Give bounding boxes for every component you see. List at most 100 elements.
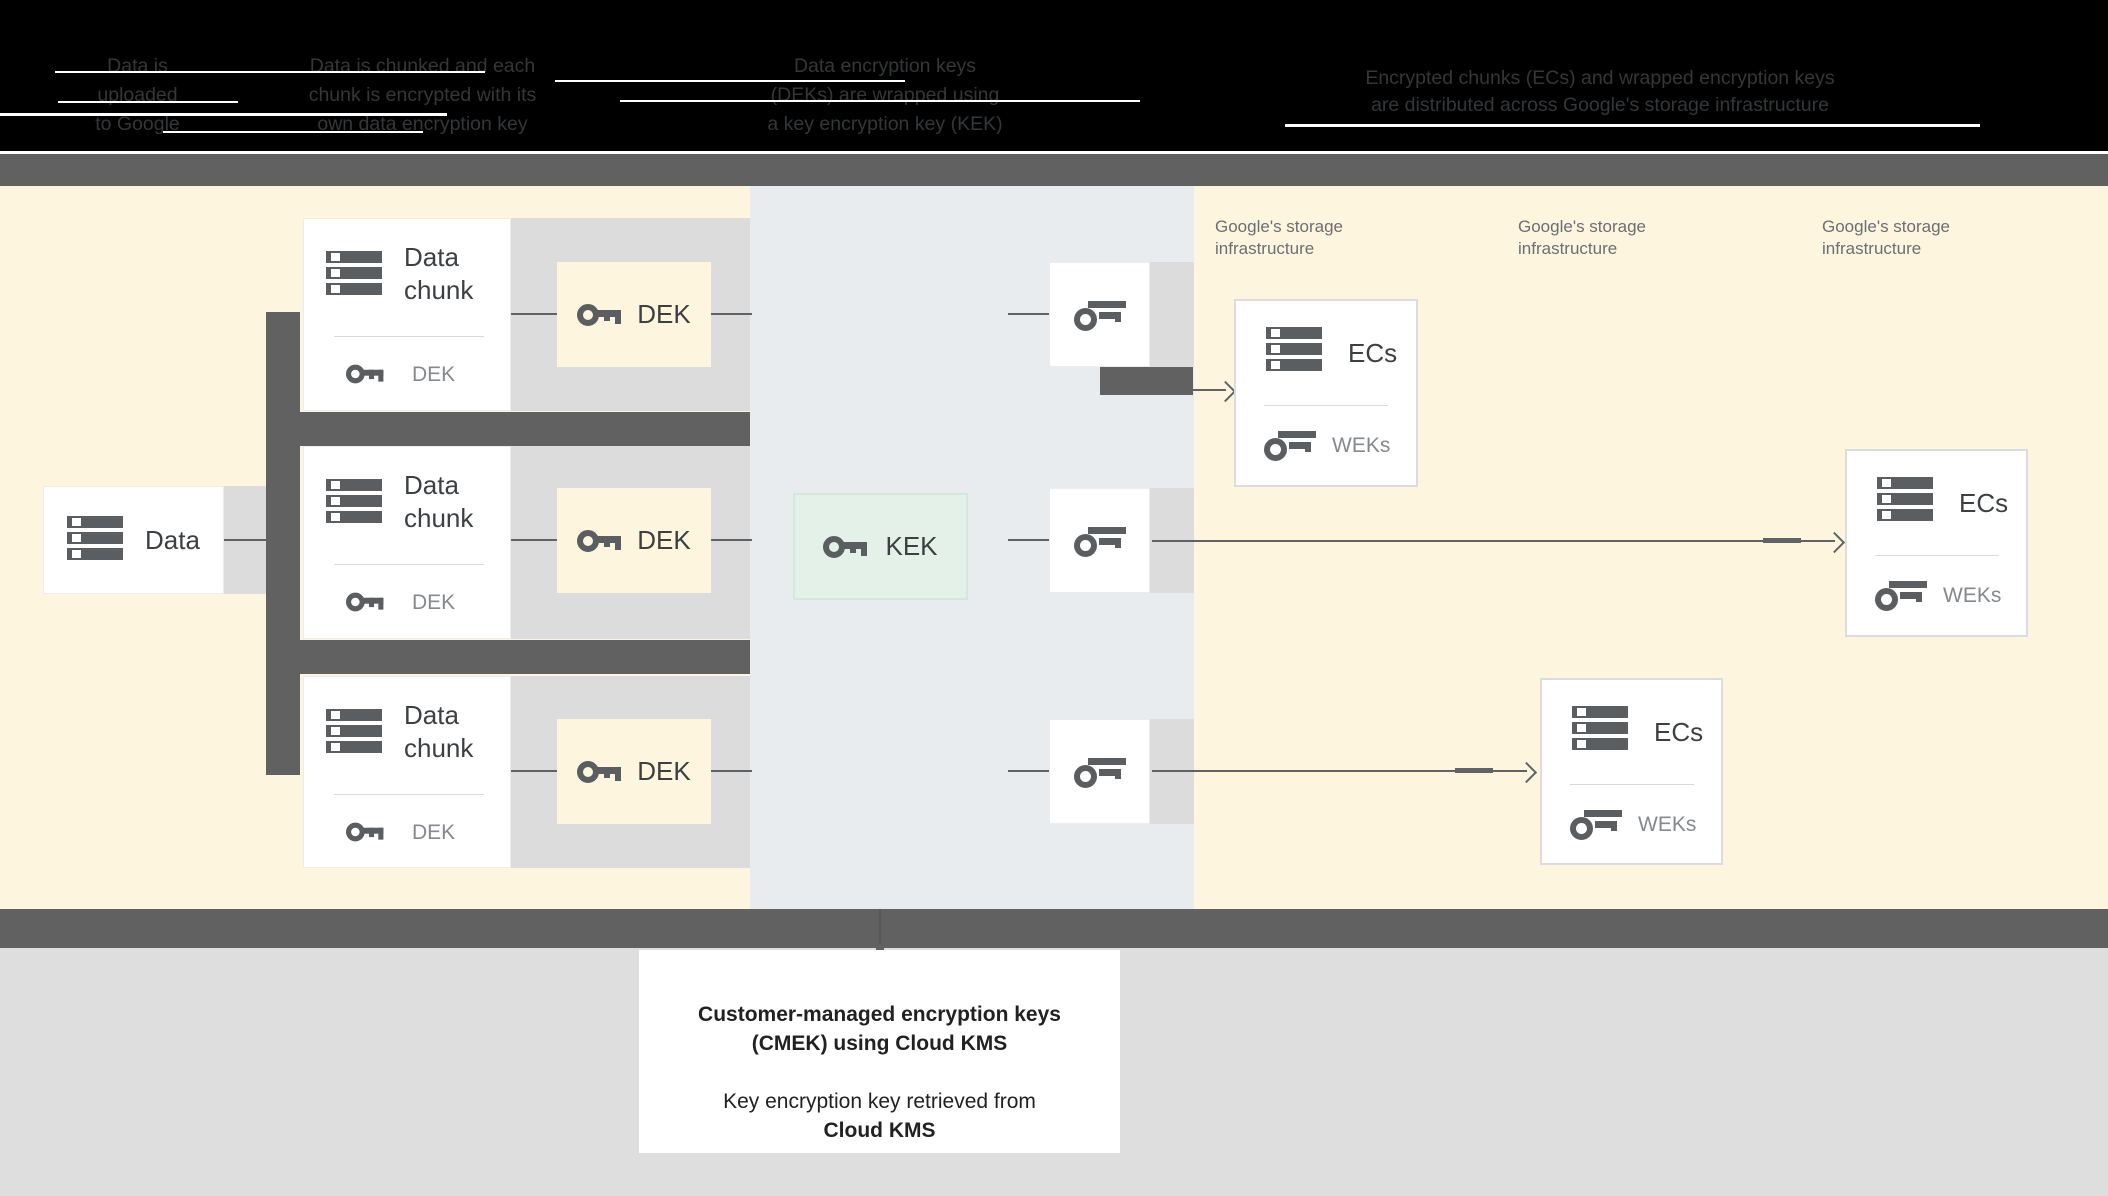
weks-label: WEKs (1638, 813, 1697, 836)
database-table-icon (326, 479, 382, 527)
header-step-2-line: own data encryption key (317, 113, 528, 135)
line-into-key2 (1008, 539, 1049, 541)
dek-label: DEK (637, 756, 691, 786)
redaction-gap (0, 113, 447, 116)
top-gray-bar (0, 154, 2108, 186)
chunk-key-label: DEK (412, 363, 456, 386)
line-dek2-out (711, 539, 752, 541)
dek-box-2: DEK (557, 488, 711, 593)
arrow-dash-row3 (1455, 768, 1493, 773)
key-icon (346, 363, 385, 385)
caption-box: Customer-managed encryption keys (CMEK) … (639, 950, 1120, 1153)
arrow-dash-row2 (1763, 538, 1801, 543)
wrapped-key-icon (1073, 756, 1126, 788)
line-chunk1-dek1 (511, 313, 557, 315)
caption-line: Key encryption key retrieved from (723, 1090, 1036, 1113)
wrapped-key-icon (1875, 579, 1927, 611)
key-icon (577, 759, 623, 785)
header-step-3-line: a key encryption key (KEK) (767, 113, 1003, 135)
band-key1 (1150, 262, 1194, 367)
database-table-icon (326, 709, 382, 757)
arrow-line-row3 (1152, 770, 1527, 772)
arrow-line-row1 (1193, 389, 1226, 391)
dek-box-3: DEK (557, 719, 711, 824)
database-table-icon (1572, 706, 1628, 754)
header-step-4-line: are distributed across Google's storage … (1371, 94, 1829, 116)
wrapped-key-box-2 (1049, 488, 1150, 593)
header-step-2: Data is chunked and each chunk is encryp… (280, 52, 565, 139)
comb-spine (266, 312, 300, 775)
redaction-gap (58, 101, 238, 103)
header-step-1: Data is uploaded to Google (40, 52, 235, 139)
data-box-label: Data (145, 524, 200, 555)
arrow-line-row2 (1152, 540, 1835, 542)
header-step-3-line: (DEKs) are wrapped using (770, 84, 1000, 106)
database-table-icon (67, 516, 124, 564)
ecs-label: ECs (1654, 717, 1704, 747)
header-step-4-line: Encrypted chunks (ECs) and wrapped encry… (1365, 67, 1835, 89)
ecs-divider (1570, 784, 1694, 785)
data-box: Data (43, 486, 224, 594)
caption-connector-nub (876, 944, 884, 953)
kek-label: KEK (885, 531, 938, 561)
wrapped-key-icon (1264, 429, 1316, 461)
key-icon (346, 821, 385, 843)
ecs-box-2: ECs WEKs (1845, 449, 2028, 637)
caption-line: (CMEK) using Cloud KMS (751, 1032, 1008, 1055)
wrapped-key-icon (1073, 299, 1126, 331)
database-table-icon (326, 251, 382, 299)
header-step-1-line: to Google (95, 113, 180, 135)
ecs-box-1: ECs WEKs (1234, 299, 1418, 487)
redaction-gap (555, 80, 905, 82)
header-step-2-line: chunk is encrypted with its (308, 84, 537, 106)
wrapped-key-box-3 (1049, 719, 1150, 824)
caption-spacer (639, 1058, 1120, 1087)
header-step-4: Encrypted chunks (ECs) and wrapped encry… (1230, 65, 1970, 119)
ecs-divider (1264, 405, 1388, 406)
key-icon (577, 302, 623, 328)
chunk-divider (334, 564, 484, 565)
line-data-to-spine (224, 539, 266, 541)
line-chunk2-dek2 (511, 539, 557, 541)
dek-label: DEK (637, 525, 691, 555)
ecs-box-3: ECs WEKs (1540, 678, 1723, 865)
database-table-icon (1877, 477, 1933, 525)
redaction-gap (1285, 124, 1980, 127)
header-step-1-line: uploaded (97, 84, 178, 106)
chunk-divider (334, 794, 484, 795)
wrapped-key-box-1 (1049, 262, 1150, 367)
comb-bar-1 (300, 412, 750, 446)
bottom-bar-seam (879, 909, 881, 948)
chunk-key-label: DEK (412, 591, 456, 614)
chunk-key-label: DEK (412, 821, 456, 844)
dek-box-1: DEK (557, 262, 711, 367)
caption-line: Cloud KMS (823, 1119, 936, 1142)
dek-label: DEK (637, 299, 691, 329)
weks-label: WEKs (1943, 584, 2002, 607)
bottom-gray-bar (0, 909, 2108, 948)
key-icon (577, 528, 623, 554)
ecs-divider (1875, 555, 1999, 556)
comb-bar-2 (300, 640, 750, 674)
database-table-icon (1266, 327, 1322, 375)
line-into-key3 (1008, 770, 1049, 772)
thick-connector-row1 (1100, 367, 1193, 395)
header-step-3: Data encryption keys (DEKs) are wrapped … (735, 52, 1035, 139)
header-step-1-line: Data is (107, 55, 168, 77)
key-icon (346, 591, 385, 613)
wrapped-key-icon (1073, 525, 1126, 557)
redaction-gap (163, 131, 423, 133)
line-dek1-out (711, 313, 752, 315)
line-dek3-out (711, 770, 752, 772)
key-icon (823, 534, 869, 560)
